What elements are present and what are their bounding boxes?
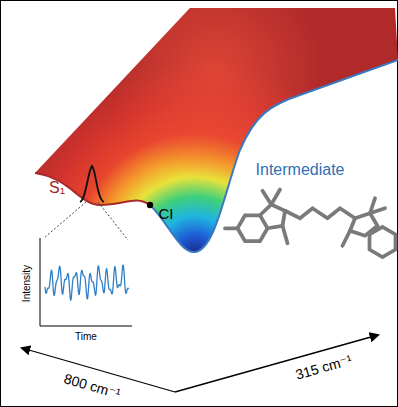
bond bbox=[271, 190, 280, 205]
signal-trace bbox=[45, 265, 129, 300]
bond bbox=[263, 191, 272, 205]
bond bbox=[225, 226, 238, 230]
bond bbox=[283, 226, 288, 244]
leader-line bbox=[98, 202, 128, 240]
ci-point bbox=[147, 202, 153, 208]
leader-line bbox=[44, 202, 86, 238]
point-label: CI bbox=[159, 206, 174, 223]
axis-title: Time bbox=[75, 331, 97, 342]
energy-surface bbox=[35, 8, 398, 252]
bond bbox=[285, 208, 355, 218]
bond bbox=[370, 208, 385, 213]
inset-axis bbox=[40, 326, 132, 327]
state-label: S₁ bbox=[49, 179, 65, 197]
surface-glow bbox=[35, 8, 398, 252]
axis-label: 800 cm⁻¹ bbox=[62, 372, 122, 403]
bond bbox=[343, 231, 351, 246]
species-label: Intermediate bbox=[256, 161, 345, 179]
s1-curve bbox=[35, 173, 150, 205]
bond bbox=[238, 215, 268, 241]
molecule bbox=[225, 190, 395, 258]
inset-axis bbox=[40, 238, 41, 326]
axis-arrow bbox=[175, 335, 378, 392]
axis-title: Intensity bbox=[22, 264, 33, 301]
bond bbox=[370, 227, 396, 257]
wave-packet bbox=[80, 166, 104, 202]
intermediate-curve bbox=[150, 60, 398, 252]
axis-label: 315 cm⁻¹ bbox=[294, 353, 354, 384]
